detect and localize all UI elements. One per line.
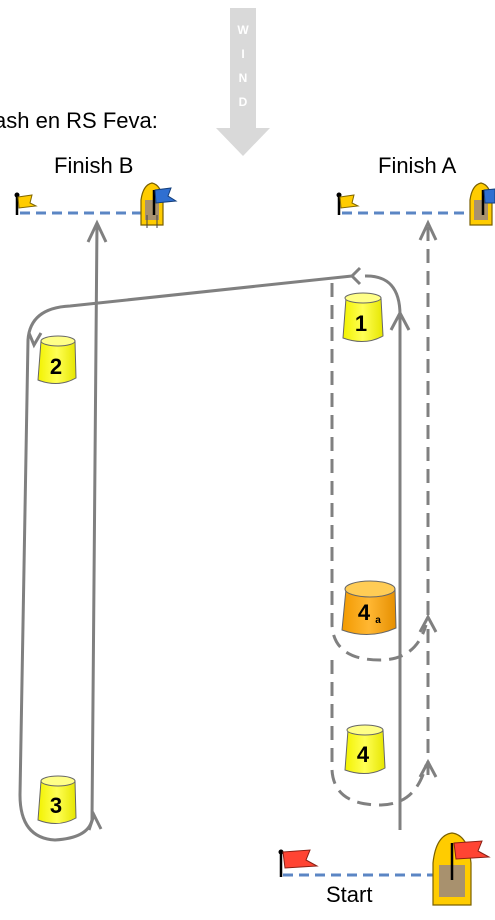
buoy-icon bbox=[342, 292, 384, 342]
start-label: Start bbox=[326, 882, 373, 907]
wind-letter: N bbox=[239, 71, 248, 85]
mark-label: 1 bbox=[355, 311, 367, 336]
start-line bbox=[278, 832, 491, 906]
wind-letter: D bbox=[239, 95, 248, 109]
mark-4a: 4 a bbox=[341, 580, 397, 635]
mark-label: 4 bbox=[357, 742, 370, 767]
yellow-flag-icon bbox=[14, 192, 38, 215]
mark-2: 2 bbox=[37, 335, 77, 384]
finish-line-a bbox=[336, 182, 495, 226]
finish-b-label: Finish B bbox=[54, 153, 134, 178]
course-a-dashed-path bbox=[330, 223, 430, 807]
yellow-flag-icon bbox=[336, 192, 360, 215]
mark-label: 3 bbox=[50, 793, 62, 818]
mark-sub-label: a bbox=[375, 615, 381, 626]
red-flag-icon bbox=[450, 840, 491, 880]
red-flag-icon bbox=[278, 849, 319, 877]
blue-flag-icon bbox=[481, 188, 495, 215]
mark-label: 4 bbox=[358, 600, 371, 625]
mark-4: 4 bbox=[344, 724, 386, 774]
wind-letter: I bbox=[241, 47, 244, 61]
buoy-icon bbox=[344, 724, 386, 774]
mark-3: 3 bbox=[37, 775, 77, 824]
buoy-icon bbox=[341, 580, 397, 635]
finish-a-label: Finish A bbox=[378, 153, 457, 178]
buoy-icon bbox=[37, 775, 77, 824]
course-b-path bbox=[18, 219, 353, 842]
buoy-icon bbox=[37, 335, 77, 384]
course-title: ash en RS Feva: bbox=[0, 108, 158, 133]
finish-line-b bbox=[14, 182, 178, 228]
wind-letter: W bbox=[237, 23, 249, 37]
mark-label: 2 bbox=[50, 354, 62, 379]
blue-flag-icon bbox=[152, 187, 178, 215]
mark-1: 1 bbox=[342, 292, 384, 342]
course-a-dashed-arrows bbox=[418, 219, 438, 778]
wind-arrow-icon: W I N D bbox=[216, 8, 270, 156]
